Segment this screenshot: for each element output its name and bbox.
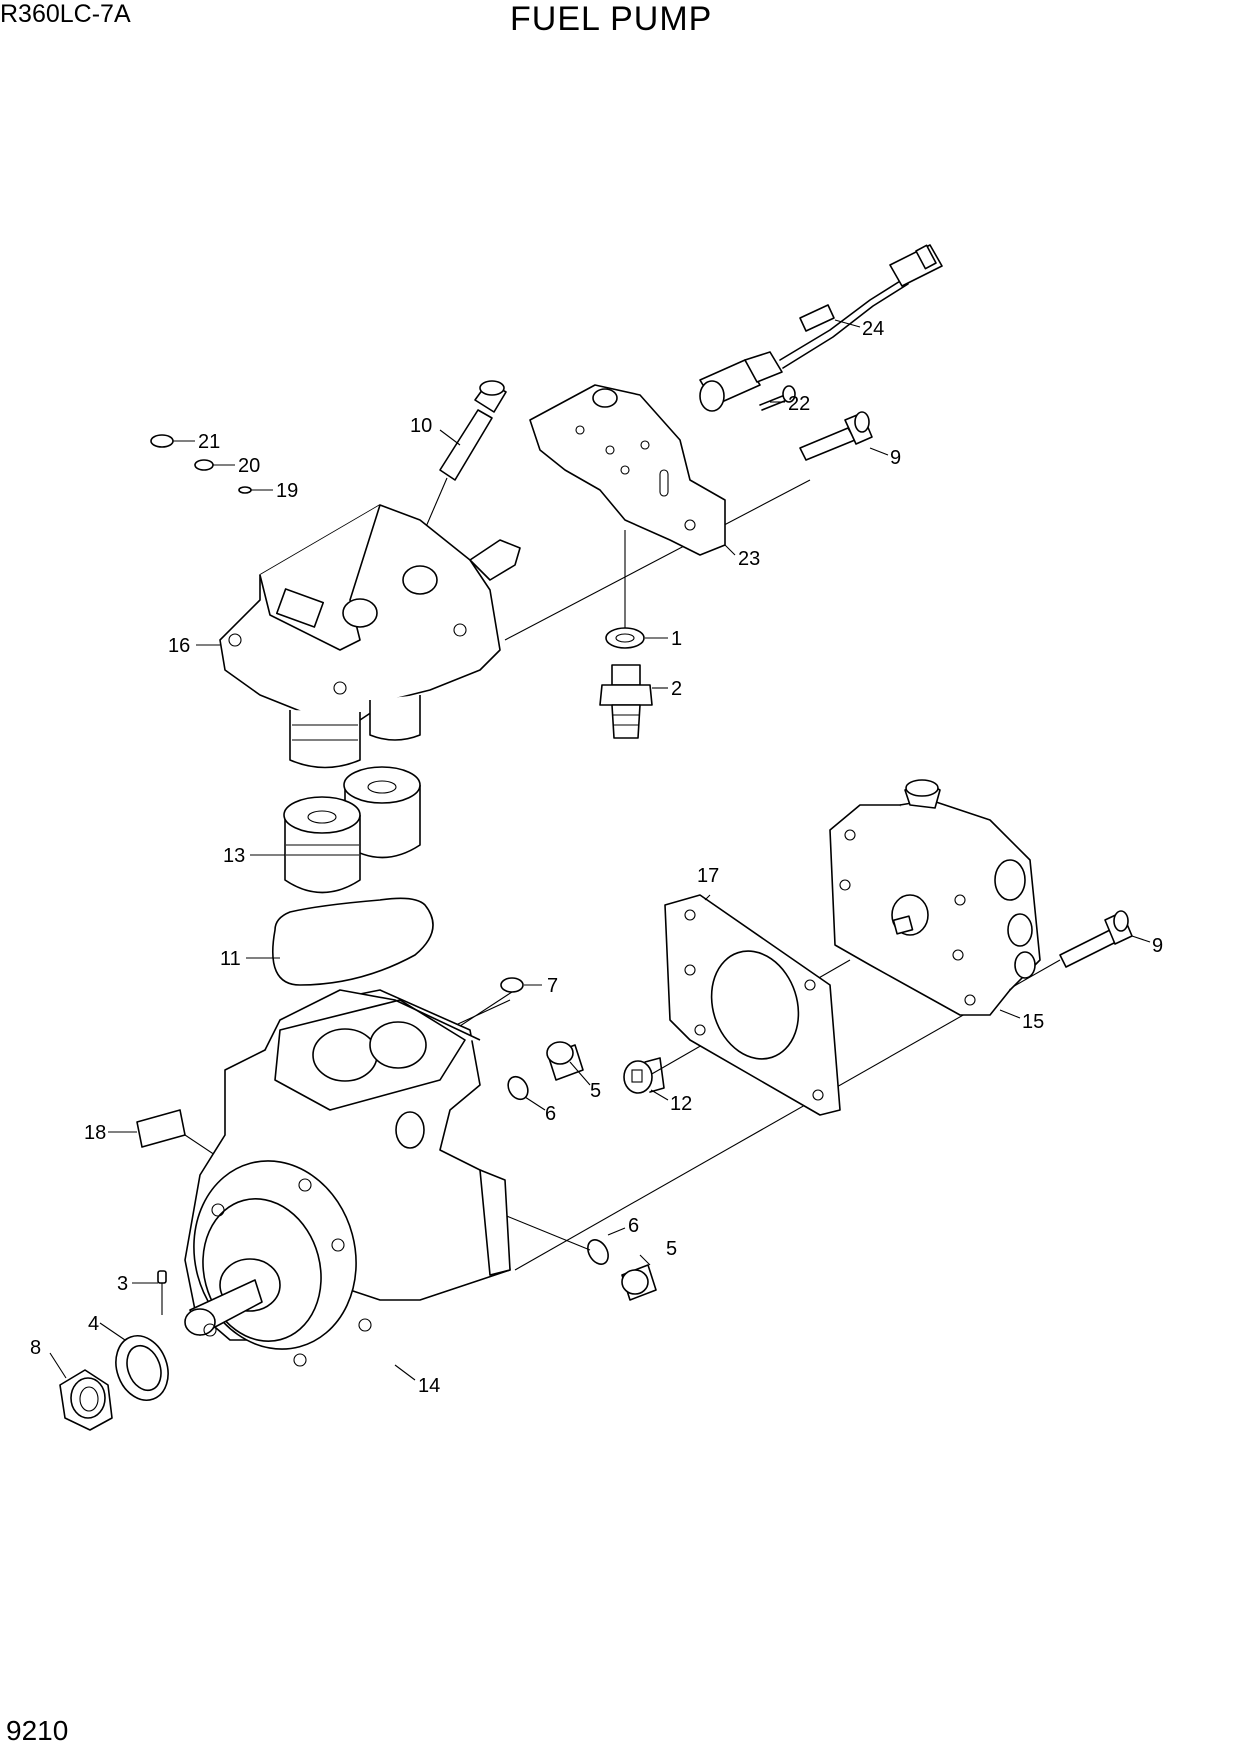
callout-24: 24 <box>862 318 884 340</box>
page-number: 9210 <box>6 1715 69 1746</box>
callout-23: 23 <box>738 548 760 570</box>
part-8-nut <box>59 1369 113 1431</box>
callout-13: 13 <box>223 845 245 867</box>
callout-leaders <box>49 319 1151 1381</box>
callout-7: 7 <box>547 975 558 997</box>
callout-17: 17 <box>697 865 719 887</box>
model-code: R360LC-7A <box>0 0 131 28</box>
part-10-bolt <box>359 380 507 681</box>
part-13-tappets <box>283 766 421 894</box>
callout-4: 4 <box>88 1313 99 1335</box>
part-14-pump-body <box>184 989 511 1367</box>
part-5-plug-upper <box>546 1041 584 1081</box>
callout-10: 10 <box>410 415 432 437</box>
part-6-o-ring-upper <box>507 1075 529 1101</box>
callout-16: 16 <box>168 635 190 657</box>
part-12-plug <box>623 1057 665 1094</box>
diagram-title: FUEL PUMP <box>510 0 713 38</box>
callout-22: 22 <box>788 393 810 415</box>
part-9-bolt-lower <box>1059 910 1133 968</box>
part-5-plug-lower <box>621 1264 657 1301</box>
callout-labels: 1 2 3 4 5 5 6 6 7 8 9 9 10 11 12 13 14 1… <box>30 318 1163 1397</box>
callout-1: 1 <box>671 628 682 650</box>
part-9-bolt-upper <box>799 411 873 461</box>
callout-12: 12 <box>670 1093 692 1115</box>
part-2-fitting <box>599 664 653 739</box>
callout-18: 18 <box>84 1122 106 1144</box>
part-1-washer <box>605 627 645 649</box>
callout-15: 15 <box>1022 1011 1044 1033</box>
callout-5-lower: 5 <box>666 1238 677 1260</box>
part-15-feed-pump <box>829 779 1041 1016</box>
callout-21: 21 <box>198 431 220 453</box>
callout-6-upper: 6 <box>545 1103 556 1125</box>
part-24-sensor-harness <box>699 244 943 412</box>
callout-11: 11 <box>220 948 241 970</box>
callout-3: 3 <box>117 1273 128 1295</box>
part-17-gasket <box>664 894 841 1116</box>
callout-8: 8 <box>30 1337 41 1359</box>
callout-20: 20 <box>238 455 260 477</box>
callout-9-upper: 9 <box>890 447 901 469</box>
part-6-o-ring-lower <box>587 1239 609 1265</box>
callout-5-upper: 5 <box>590 1080 601 1102</box>
part-23-bracket <box>529 384 726 556</box>
callout-2: 2 <box>671 678 682 700</box>
callout-6-lower: 6 <box>628 1215 639 1237</box>
callout-14: 14 <box>418 1375 440 1397</box>
part-16-pump-head <box>219 504 521 769</box>
callout-19: 19 <box>276 480 298 502</box>
part-3-pin <box>157 1270 167 1315</box>
callout-9-lower: 9 <box>1152 935 1163 957</box>
part-11-o-ring <box>271 897 434 986</box>
part-4-washer <box>115 1335 169 1401</box>
